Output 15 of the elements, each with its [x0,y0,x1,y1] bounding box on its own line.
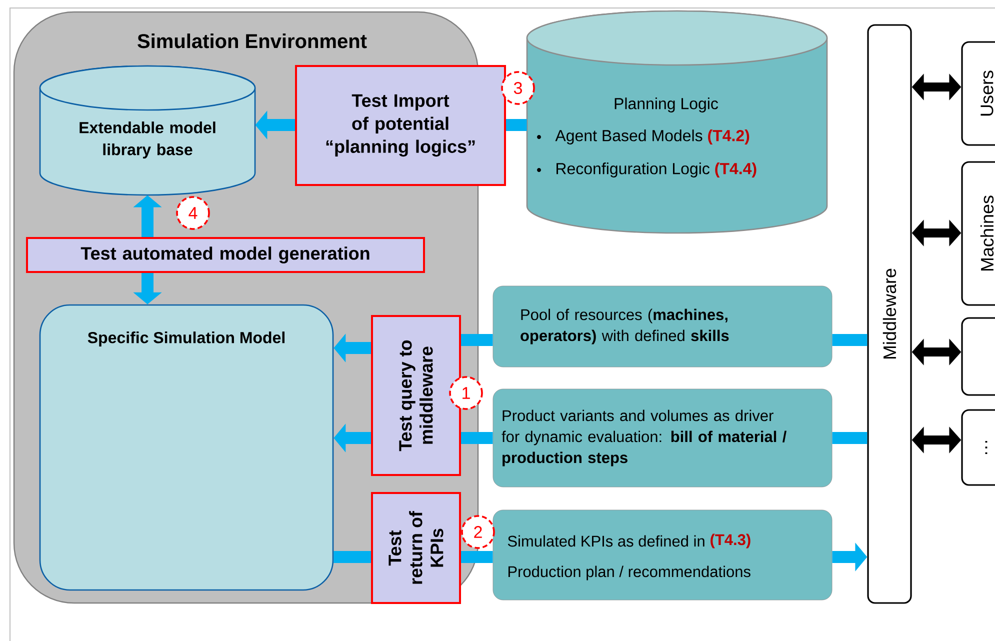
model-box: Specific Simulation Model [39,304,334,591]
system-box: Users [961,41,995,146]
info-box: Product variants and volumes as driver for dynamic evaluation: bill of material / production steps [492,388,832,488]
test-box: Test automated model generation [26,237,425,273]
system-box: … [961,409,995,486]
test-box: Test return of KPIs [371,492,461,604]
database-cylinder: Planning Logic Agent Based Models (T4.2) Reconfiguration Logic (T4.4) [526,10,828,234]
test-box: Test Import of potential “planning logics” [295,65,506,186]
info-box: Simulated KPIs as defined in (T4.3) Production plan / recommendations [492,510,832,600]
info-box: Pool of resources (machines, operators) with defined skills [492,286,832,368]
test-box: Test query to middleware [371,315,461,476]
system-box [961,317,995,396]
database-cylinder: Extendable model library base [39,65,256,196]
system-box: Machines [961,161,995,306]
middleware-bar: Middleware [867,24,912,604]
